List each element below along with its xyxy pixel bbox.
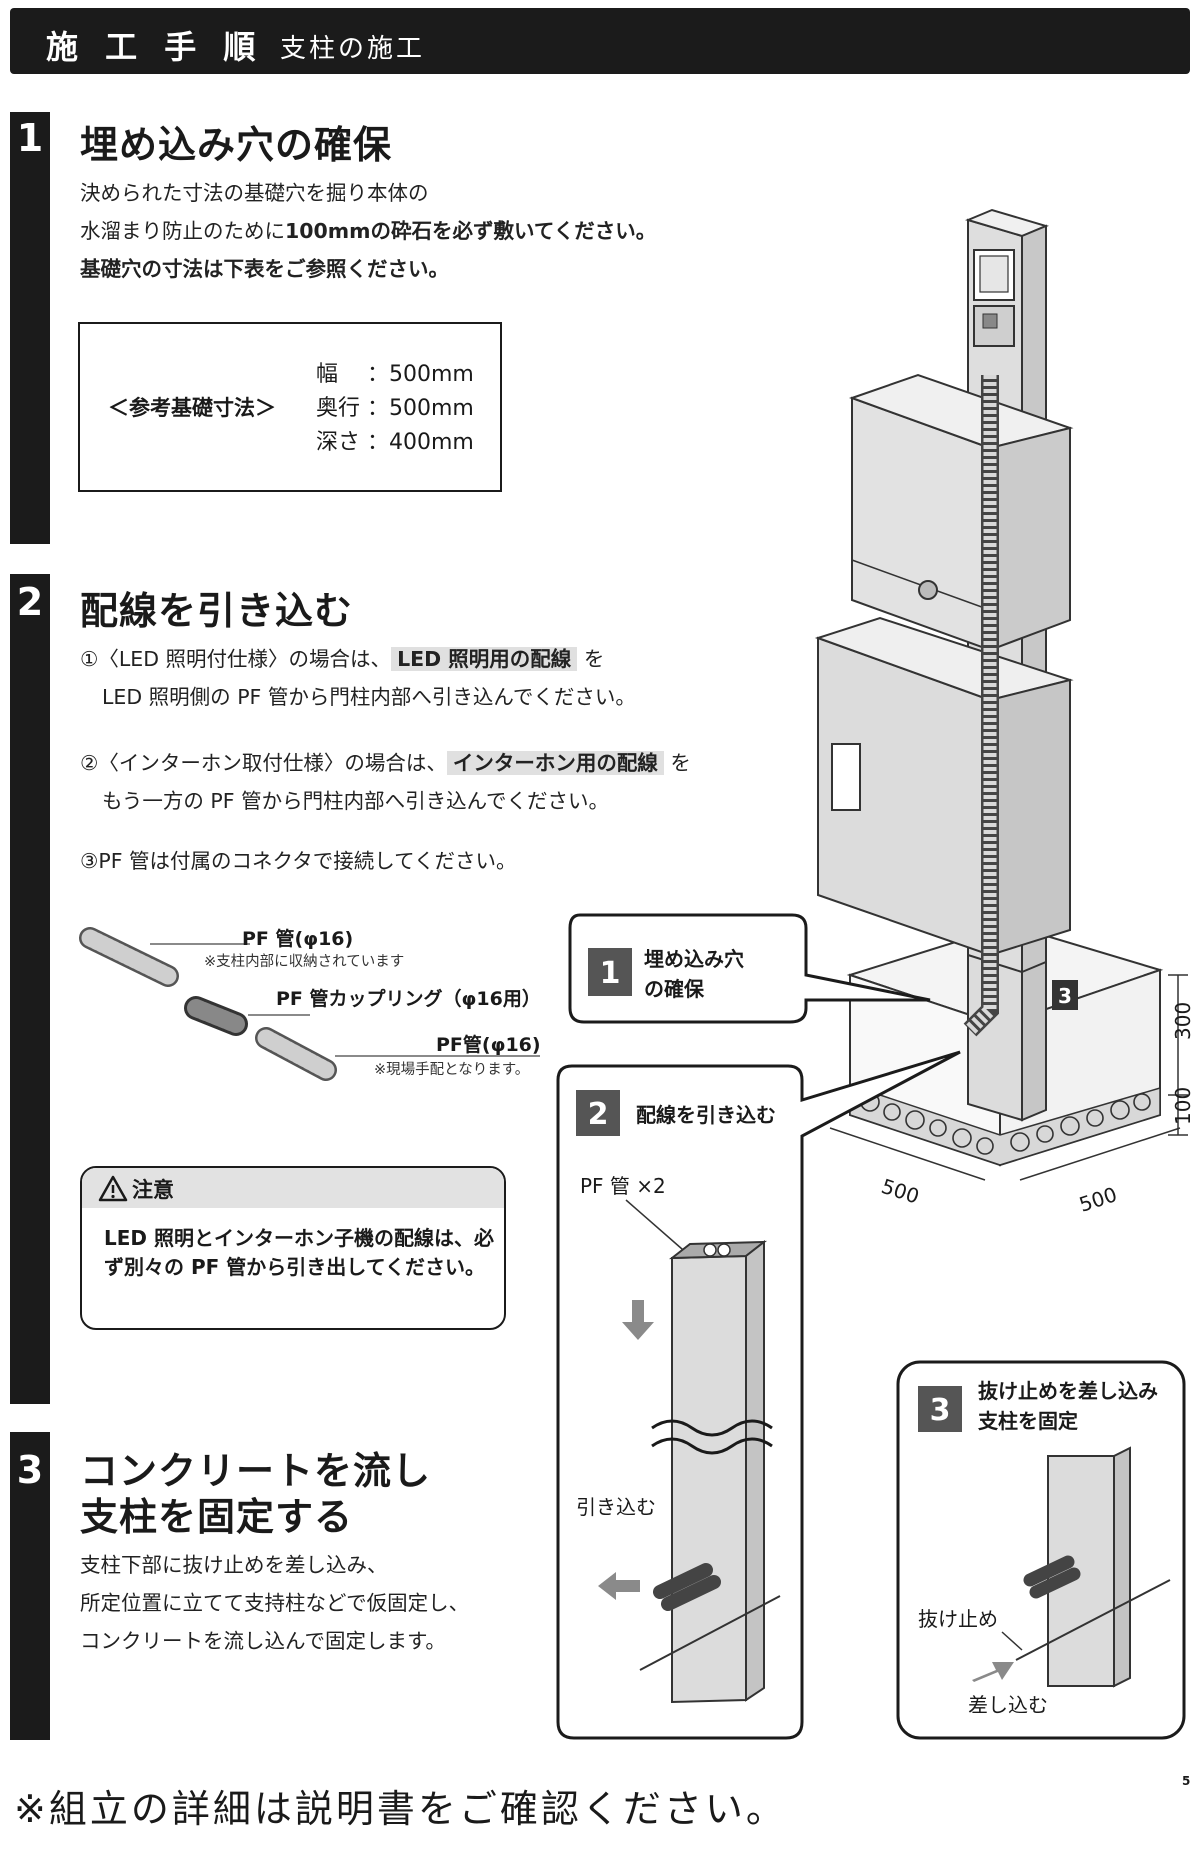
step1-line1: 決められた寸法の基礎穴を掘り本体の [80,181,429,205]
page-header: 施 工 手 順 支柱の施工 [10,8,1190,74]
step2-p1-text: ①〈LED 照明付仕様〉の場合は、 [80,647,392,671]
header-title: 施 工 手 順 [46,28,264,66]
ref-label: ＜参考基礎寸法＞ [108,396,276,420]
step1-number: 1 [16,116,44,160]
step3-bar [10,1432,50,1740]
caution-title: 注意 [132,1178,174,1202]
step3-line1: 支柱下部に抜け止めを差し込み、 [80,1553,388,1577]
pf-pipe-2 [255,1027,337,1081]
down-arrow-icon [622,1300,654,1340]
step3-number: 3 [16,1448,44,1492]
step1-title: 埋め込み穴の確保 [80,123,393,167]
step2-bar [10,574,50,1404]
ref-depth: 奥行 ：500mm [316,396,474,421]
step2-para2-cont: もう一方の PF 管から門柱内部へ引き込んでください。 [102,789,610,813]
header-subtitle: 支柱の施工 [280,34,426,64]
dim-500-right: 500 [1076,1182,1120,1217]
step2-p1-suffix: を [583,647,605,671]
ref-height: 深さ ：400mm [316,430,474,455]
callout2-pf-label: PF 管 ×2 [580,1174,666,1198]
callout3-number: 3 [930,1393,951,1428]
step1-bar [10,112,50,544]
part3-label: PF管(φ16) [436,1034,541,1056]
pf-coupling [184,996,248,1036]
step2-number: 2 [16,580,44,624]
mailbox-unit [849,373,1074,652]
dim-500-left: 500 [878,1174,922,1209]
step1-line2: 水溜まり防止のために100mmの砕石を必ず敷いてください。 [80,212,656,250]
step2-p2-suffix: を [670,751,691,775]
step1-text: 決められた寸法の基礎穴を掘り本体の 水溜まり防止のために100mmの砕石を必ず敷… [80,174,656,288]
step2-para1-cont: LED 照明側の PF 管から門柱内部へ引き込んでください。 [102,685,636,709]
callout3-line2: 支柱を固定 [978,1409,1078,1433]
ref-width: 幅 ：500mm [316,362,474,387]
callout-1: 1 埋め込み穴 の確保 [568,913,931,1024]
insert-label: 差し込む [968,1693,1048,1717]
step3-title-line1: コンクリートを流し [80,1449,432,1493]
page-number: 5 [1182,1774,1191,1788]
step3-marker [1052,980,1078,1010]
step3-marker-label: 3 [1058,984,1072,1008]
installation-illustration: 300 100 500 500 3 1 埋め込み穴 の確保 [556,208,1195,1740]
footer-note: ※組立の詳細は説明書をご確認ください。 [14,1787,787,1831]
step2-p2-text: ②〈インターホン取付仕様〉の場合は、 [80,751,447,775]
step2-para3: ③PF 管は付属のコネクタで接続してください。 [80,849,517,873]
delivery-box-unit [814,616,1074,957]
part3-note: ※現場手配となります。 [374,1062,530,1078]
callout-2: 2 配線を引き込む PF 管 ×2 引き込む [556,1050,961,1740]
step2-text-2: ②〈インターホン取付仕様〉の場合は、インターホン用の配線 を もう一方の PF … [80,744,691,820]
callout2-number: 2 [588,1097,609,1132]
warning-icon [98,1175,128,1202]
step2-para1: ①〈LED 照明付仕様〉の場合は、LED 照明用の配線 を [80,640,636,678]
callout1-number: 1 [600,956,621,991]
callout3-line1: 抜け止めを差し込み [978,1379,1158,1403]
part1-label: PF 管(φ16) [242,928,354,950]
led-wiring-highlight: LED 照明用の配線 [391,647,578,671]
callout2-title: 配線を引き込む [636,1103,776,1127]
insert-arrow-icon [972,1662,1014,1682]
caution-header [82,1168,504,1208]
left-arrow-icon [598,1572,640,1600]
callout-3: 3 抜け止めを差し込み 支柱を固定 抜け止め 差し込む [896,1360,1186,1740]
pf-pipe-1 [79,927,179,987]
step3-text: 支柱下部に抜け止めを差し込み、 所定位置に立てて支持柱などで仮固定し、 コンクリ… [80,1546,469,1660]
dim-100: 100 [1171,1087,1195,1125]
intercom-wiring-highlight: インターホン用の配線 [446,751,664,775]
dim-300: 300 [1171,1002,1195,1040]
step2-text: ①〈LED 照明付仕様〉の場合は、LED 照明用の配線 を LED 照明側の P… [80,640,636,716]
step3-title-line2: 支柱を固定する [80,1495,354,1539]
caution-box: 注意 LED 照明とインターホン子機の配線は、必ず別々の PF 管から引き出して… [80,1166,506,1330]
step1-line3: 基礎穴の寸法は下表をご参照ください。 [80,257,449,281]
stopper-label: 抜け止め [918,1607,998,1631]
callout1-line2: の確保 [644,977,705,1001]
step3-line3: コンクリートを流し込んで固定します。 [80,1629,446,1653]
step3-line2: 所定位置に立てて支持柱などで仮固定し、 [80,1591,470,1615]
reference-dimensions-box: ＜参考基礎寸法＞ 幅 ：500mm 奥行 ：500mm 深さ ：400mm [78,322,502,492]
step1-line2-bold: 100mmの砕石を必ず敷いてください。 [285,219,657,243]
part2-label: PF 管カップリング（φ16用） [276,988,541,1010]
callout2-pull-label: 引き込む [576,1495,656,1519]
caution-text: LED 照明とインターホン子機の配線は、必ず別々の PF 管から引き出してくださ… [104,1226,494,1279]
step2-para2: ②〈インターホン取付仕様〉の場合は、インターホン用の配線 を [80,744,691,782]
part1-note: ※支柱内部に収納されています [204,954,405,970]
dimension-lines [829,974,1188,1181]
step2-title: 配線を引き込む [80,589,354,633]
callout1-line1: 埋め込み穴 [644,947,744,971]
step1-line2-normal: 水溜まり防止のために [80,219,285,243]
parts-illustration [79,927,540,1081]
